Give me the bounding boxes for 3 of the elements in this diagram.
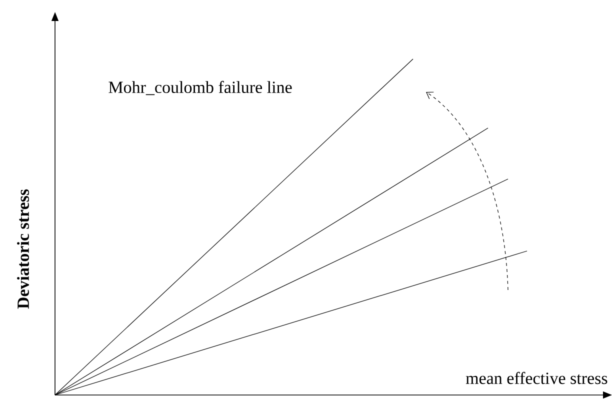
axis-label: mean effective stress	[464, 370, 609, 386]
line-label: Mohr_coulomb failure line	[107, 80, 294, 96]
axis-label: Deviatoric stress	[16, 188, 30, 310]
